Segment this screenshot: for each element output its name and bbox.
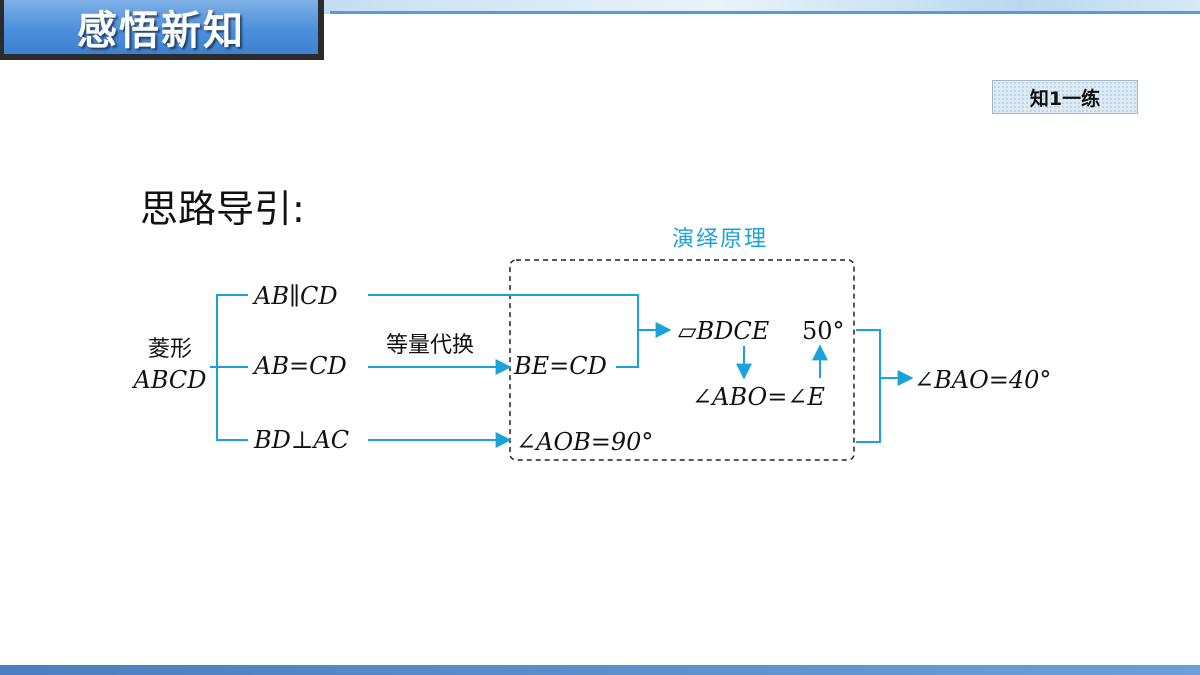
start-label-abcd: ABCD	[131, 366, 206, 394]
branch-parallel: AB∥CD	[252, 282, 338, 310]
angle-aob: ∠AOB=90°	[516, 428, 653, 456]
substitution-label: 等量代换	[386, 333, 474, 358]
branch-equal: AB=CD	[252, 352, 347, 380]
section-title-frame: 感悟新知	[0, 0, 324, 60]
parallel-to-parallelogram-line	[368, 294, 670, 368]
section-title: 感悟新知	[77, 8, 245, 54]
page-heading: 思路导引:	[140, 187, 305, 231]
right-bracket-line	[856, 329, 912, 443]
practice-badge: 知1一练	[992, 80, 1138, 114]
angle-abo-equals-e: ∠ABO=∠E	[692, 383, 825, 411]
deduction-box-label: 演绎原理	[672, 227, 768, 252]
section-title-box: 感悟新知	[2, 0, 320, 56]
practice-badge-label: 知1一练	[1029, 87, 1101, 110]
start-label-rhombus: 菱形	[148, 337, 192, 362]
branch-perpendicular: BD⊥AC	[253, 426, 349, 454]
be-equals-cd: BE=CD	[513, 352, 607, 380]
bottom-decor-band	[0, 665, 1200, 675]
angle-50: 50°	[802, 317, 845, 345]
left-bracket-line	[210, 294, 248, 441]
parallelogram-bdce: ▱BDCE	[678, 317, 770, 345]
result-angle-bao: ∠BAO=40°	[914, 366, 1051, 394]
